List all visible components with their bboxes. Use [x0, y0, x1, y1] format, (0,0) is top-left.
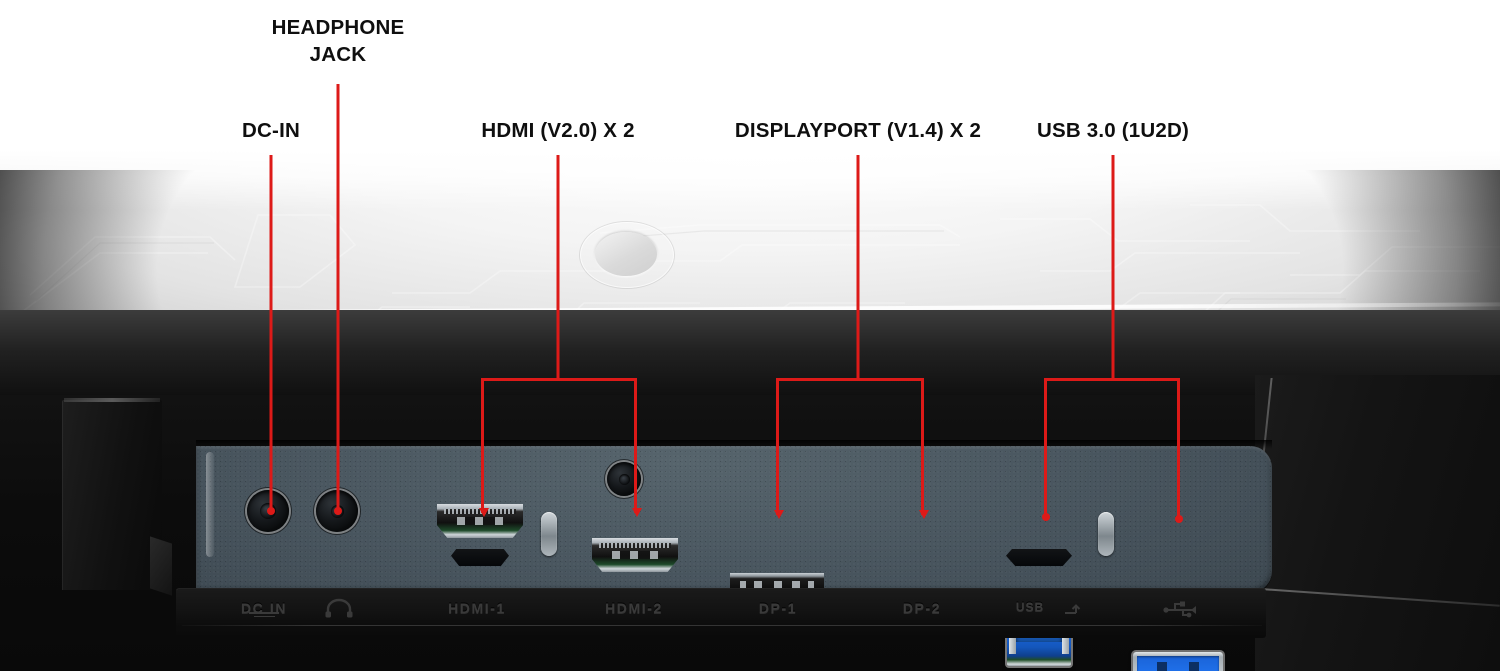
- etched-ring: [580, 222, 674, 288]
- io-panel-left-lip: [206, 452, 214, 557]
- leader-arrow-dp-2: [918, 510, 929, 519]
- chassis-right-face: [1255, 375, 1500, 671]
- etched-dome: [595, 232, 657, 276]
- leader-drop-dp-1: [776, 378, 779, 515]
- leader-line-headphone: [336, 84, 340, 512]
- leader-drop-hdmi-2: [634, 378, 637, 513]
- monitor-stand-neck-top-highlight: [64, 398, 160, 402]
- headphone-icon: [324, 598, 354, 622]
- leader-bracket-hdmi: [481, 378, 637, 381]
- panel-standoff-1: [541, 512, 557, 556]
- leader-arrow-hdmi-1: [478, 508, 489, 517]
- displayport-1-pins: [740, 581, 814, 590]
- monitor-stand-neck-edge: [150, 536, 172, 596]
- io-panel: [196, 446, 1272, 593]
- callout-dc-in-line1: DC-IN: [242, 119, 300, 142]
- callout-label-displayport: DISPLAYPORT (V1.4) X 2: [735, 118, 981, 145]
- bottom-bezel: [176, 588, 1266, 638]
- hdmi-2-port[interactable]: [592, 538, 678, 572]
- bottom-bezel-rule: [182, 625, 1262, 626]
- leader-line-dc-in: [269, 155, 273, 512]
- leader-arrow-dp-1: [773, 510, 784, 519]
- leader-dot-usb-a: [1174, 515, 1183, 523]
- leader-arrow-hdmi-2: [631, 508, 642, 517]
- usb-a-downstream-ports[interactable]: [1133, 652, 1223, 671]
- monitor-stand-neck: [62, 400, 162, 590]
- silkscreen-hdmi-2: HDMI-2: [605, 600, 663, 616]
- silkscreen-dp-1: DP-1: [758, 600, 798, 616]
- usb-upstream-arrow-svg: [1065, 604, 1081, 614]
- callout-displayport-line1: DISPLAYPORT (V1.4) X 2: [734, 119, 982, 142]
- usb-a-port-top[interactable]: [1137, 656, 1219, 671]
- hdmi-1-vent-hole: [451, 549, 509, 566]
- callout-headphone-line2: JACK: [309, 42, 367, 66]
- silkscreen-dp-2: DP-2: [902, 600, 942, 616]
- callout-hdmi-line1: HDMI (V2.0) X 2: [481, 119, 635, 142]
- leader-dot-dc-in: [267, 507, 275, 515]
- leader-drop-hdmi-1: [481, 378, 484, 513]
- callout-label-usb: USB 3.0 (1U2D): [1037, 118, 1189, 145]
- callout-headphone-line1: HEADPHONE: [271, 16, 405, 39]
- leader-stem-displayport: [856, 155, 860, 381]
- usb-a-top-contact-b: [1189, 662, 1199, 671]
- silkscreen-hdmi-1: HDMI-1: [448, 600, 506, 616]
- leader-dot-headphone: [334, 507, 342, 515]
- headphone-icon-svg: [325, 598, 353, 618]
- usb-a-top-contact-a: [1157, 662, 1167, 671]
- leader-dot-usb-b: [1041, 513, 1050, 521]
- usb-b-vent-hole: [1006, 549, 1072, 566]
- leader-bracket-displayport: [776, 378, 924, 381]
- usb-trident-icon: [1163, 600, 1197, 622]
- silkscreen-usb-upstream: USB: [1015, 600, 1045, 614]
- io-panel-top-shadow: [196, 440, 1272, 449]
- callout-label-headphone: HEADPHONE JACK: [272, 15, 405, 68]
- usb-upstream-arrow-icon: [1063, 601, 1081, 621]
- usb-trident-svg: [1163, 601, 1196, 618]
- panel-standoff-2: [1098, 512, 1114, 556]
- callout-label-dc-in: DC-IN: [242, 118, 300, 145]
- leader-bracket-usb: [1044, 378, 1180, 381]
- leader-stem-usb: [1111, 155, 1115, 381]
- callout-usb-line1: USB 3.0 (1U2D): [1036, 119, 1190, 142]
- leader-drop-usb-a: [1177, 378, 1180, 520]
- service-screw-slot: [618, 473, 630, 485]
- leader-stem-hdmi: [556, 155, 560, 381]
- leader-drop-dp-2: [921, 378, 924, 515]
- leader-drop-usb-b: [1044, 378, 1047, 518]
- callout-label-hdmi: HDMI (V2.0) X 2: [481, 118, 634, 145]
- dc-in-symbol-bars: [249, 612, 279, 619]
